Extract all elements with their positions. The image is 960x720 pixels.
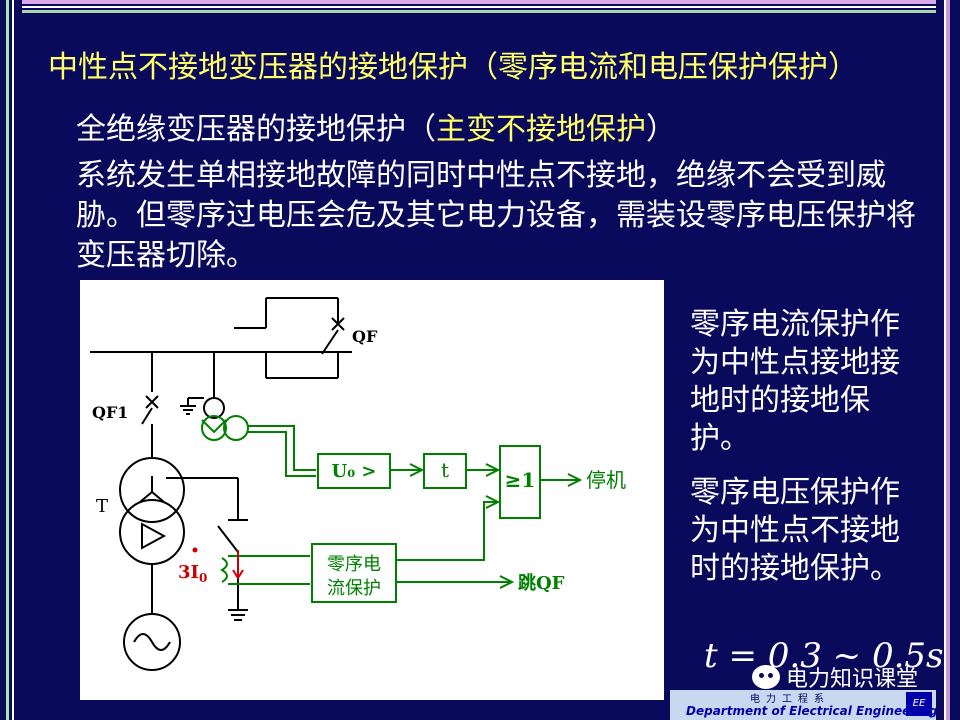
current-prefix: 3 bbox=[178, 562, 191, 583]
label-qf1: QF1 bbox=[92, 403, 128, 422]
department-cn: 电力工程系 bbox=[750, 694, 830, 705]
current-symbol: I bbox=[191, 562, 199, 583]
decorative-frame-top bbox=[0, 0, 960, 20]
department-logo: 电力工程系 Department of Electrical Engineeri… bbox=[670, 690, 938, 720]
subtitle-prefix: 全绝缘变压器的接地保护（ bbox=[76, 112, 436, 147]
trip-output-arrow bbox=[499, 575, 515, 589]
qf-switch-blade bbox=[321, 329, 339, 355]
pt-open-delta-mark bbox=[201, 419, 227, 434]
department-en: Department of Electrical Engineering bbox=[686, 704, 938, 718]
department-badge: EE bbox=[906, 692, 932, 716]
zero-seq-current-box bbox=[311, 543, 397, 603]
subtitle-suffix: ） bbox=[646, 112, 676, 147]
qf-breaker-mark bbox=[331, 317, 345, 331]
neutral-switch-blade bbox=[217, 525, 239, 553]
protection-circuit bbox=[201, 415, 583, 603]
label-zero-seq-current-line2: 流保护 bbox=[327, 578, 381, 599]
pt-secondary-1 bbox=[201, 415, 227, 441]
decorative-frame-right bbox=[936, 0, 960, 720]
transformer-delta-symbol bbox=[141, 522, 167, 550]
note-voltage-protection: 零序电压保护作为中性点不接地时的接地保护。 bbox=[690, 475, 900, 586]
pt-primary bbox=[203, 397, 225, 419]
description-paragraph: 系统发生单相接地故障的同时中性点不接地，绝缘不会受到威胁。但零序过电压会危及其它… bbox=[76, 158, 916, 273]
label-voltage-relay: U₀ > bbox=[332, 461, 377, 482]
pt-output-wire-2 bbox=[248, 431, 316, 477]
gate-output-arrow bbox=[567, 473, 583, 487]
delay-formula: t = 0.3 ~ 0.5s bbox=[704, 636, 944, 676]
label-qf: QF bbox=[352, 327, 378, 346]
transformer-winding-1 bbox=[119, 457, 185, 523]
or-gate-box bbox=[499, 445, 541, 519]
watermark-text: 电力知识课堂 bbox=[786, 667, 919, 692]
circuit-svg: QF QF1 T 3I0 U₀ > t ≥1 停机 零序电 流保护 跳QF bbox=[90, 297, 626, 671]
decorative-frame-left bbox=[0, 0, 22, 720]
power-circuit bbox=[90, 297, 352, 671]
subtitle-highlight: 主变不接地保护 bbox=[436, 112, 646, 147]
slide-subtitle: 全绝缘变压器的接地保护（主变不接地保护） bbox=[76, 104, 676, 148]
label-or-gate: ≥1 bbox=[505, 468, 536, 492]
slide-title: 中性点不接地变压器的接地保护（零序电流和电压保护保护） bbox=[48, 50, 858, 85]
label-zero-seq-current-line1: 零序电 bbox=[327, 554, 381, 575]
note-current-protection: 零序电流保护作为中性点接地接地时的接地保护。 bbox=[690, 307, 900, 456]
transformer-winding-2 bbox=[119, 499, 185, 565]
pt-output-wire-1 bbox=[248, 425, 316, 471]
label-stop: 停机 bbox=[586, 468, 626, 492]
watermark: 电力知识课堂 bbox=[752, 660, 918, 694]
transformer-wye-symbol bbox=[139, 476, 165, 503]
current-dot bbox=[192, 547, 198, 553]
label-transformer: T bbox=[96, 496, 108, 517]
generator-sine bbox=[133, 633, 171, 651]
protection-circuit-diagram: QF QF1 T 3I0 U₀ > t ≥1 停机 零序电 流保护 跳QF bbox=[80, 280, 664, 700]
ct-winding bbox=[220, 557, 228, 583]
relay-to-timer-arrow bbox=[409, 463, 425, 477]
generator bbox=[123, 613, 181, 671]
label-trip-qf: 跳QF bbox=[518, 572, 565, 594]
pt-secondary-2 bbox=[223, 415, 249, 441]
label-zero-seq-current: 3I0 bbox=[178, 562, 207, 585]
current-to-gate-arrow bbox=[485, 495, 501, 509]
current-subscript: 0 bbox=[199, 571, 207, 585]
current-to-gate bbox=[396, 501, 498, 561]
notes-panel: 零序电流保护作为中性点接地接地时的接地保护。 零序电压保护作为中性点不接地时的接… bbox=[690, 306, 920, 604]
current-direction-arrow bbox=[232, 550, 244, 580]
qf1-switch-blade bbox=[141, 407, 153, 425]
qf1-breaker-mark bbox=[145, 395, 159, 409]
wechat-icon bbox=[752, 665, 780, 689]
label-timer: t bbox=[441, 458, 449, 482]
timer-to-gate-arrow bbox=[485, 463, 501, 477]
